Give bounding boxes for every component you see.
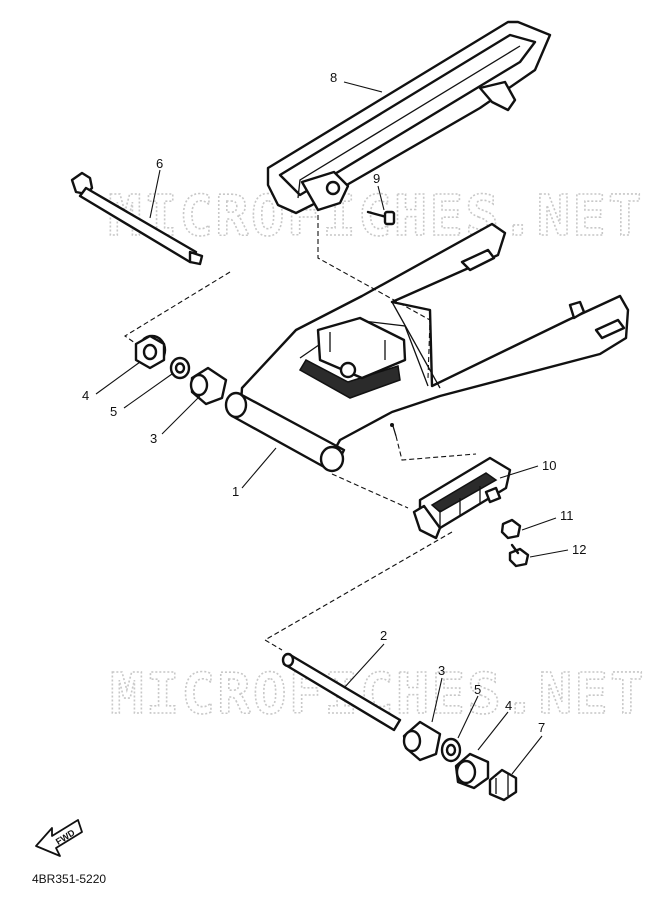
- bolt-9: [366, 210, 396, 226]
- collar-4-upper: [134, 334, 167, 370]
- callout-8: 8: [330, 70, 337, 85]
- nut-7: [488, 768, 518, 802]
- callout-5-lower: 5: [474, 682, 481, 697]
- bushing-3-lower: [402, 720, 442, 762]
- bushing-3-upper: [189, 366, 228, 406]
- callout-7: 7: [538, 720, 545, 735]
- diagram-code: 4BR351-5220: [32, 872, 107, 886]
- callout-1: 1: [232, 484, 239, 499]
- callout-6: 6: [156, 156, 163, 171]
- callout-3-lower: 3: [438, 663, 445, 678]
- screw-12: [508, 543, 530, 568]
- washer-5-lower: [440, 737, 462, 763]
- callout-4-upper: 4: [82, 388, 89, 403]
- nut-11: [500, 518, 522, 540]
- callout-10: 10: [542, 458, 556, 473]
- chain-case: [266, 20, 552, 215]
- callout-12: 12: [572, 542, 586, 557]
- pivot-shaft: [70, 171, 204, 266]
- callout-3-upper: 3: [150, 431, 157, 446]
- callout-11: 11: [560, 508, 574, 523]
- callout-4-lower: 4: [505, 698, 512, 713]
- shaft-2: [281, 652, 402, 732]
- watermark-top: MICROFICHES.NET: [108, 184, 644, 249]
- chain-guide: [412, 456, 512, 540]
- washer-5-upper: [169, 356, 191, 380]
- swingarm: [224, 222, 630, 473]
- collar-4-lower: [454, 752, 490, 790]
- callout-leaders: [95, 81, 569, 775]
- callout-9: 9: [373, 171, 380, 186]
- callout-2: 2: [380, 628, 387, 643]
- fwd-arrow-icon: FWD: [35, 819, 83, 857]
- callout-5-upper: 5: [110, 404, 117, 419]
